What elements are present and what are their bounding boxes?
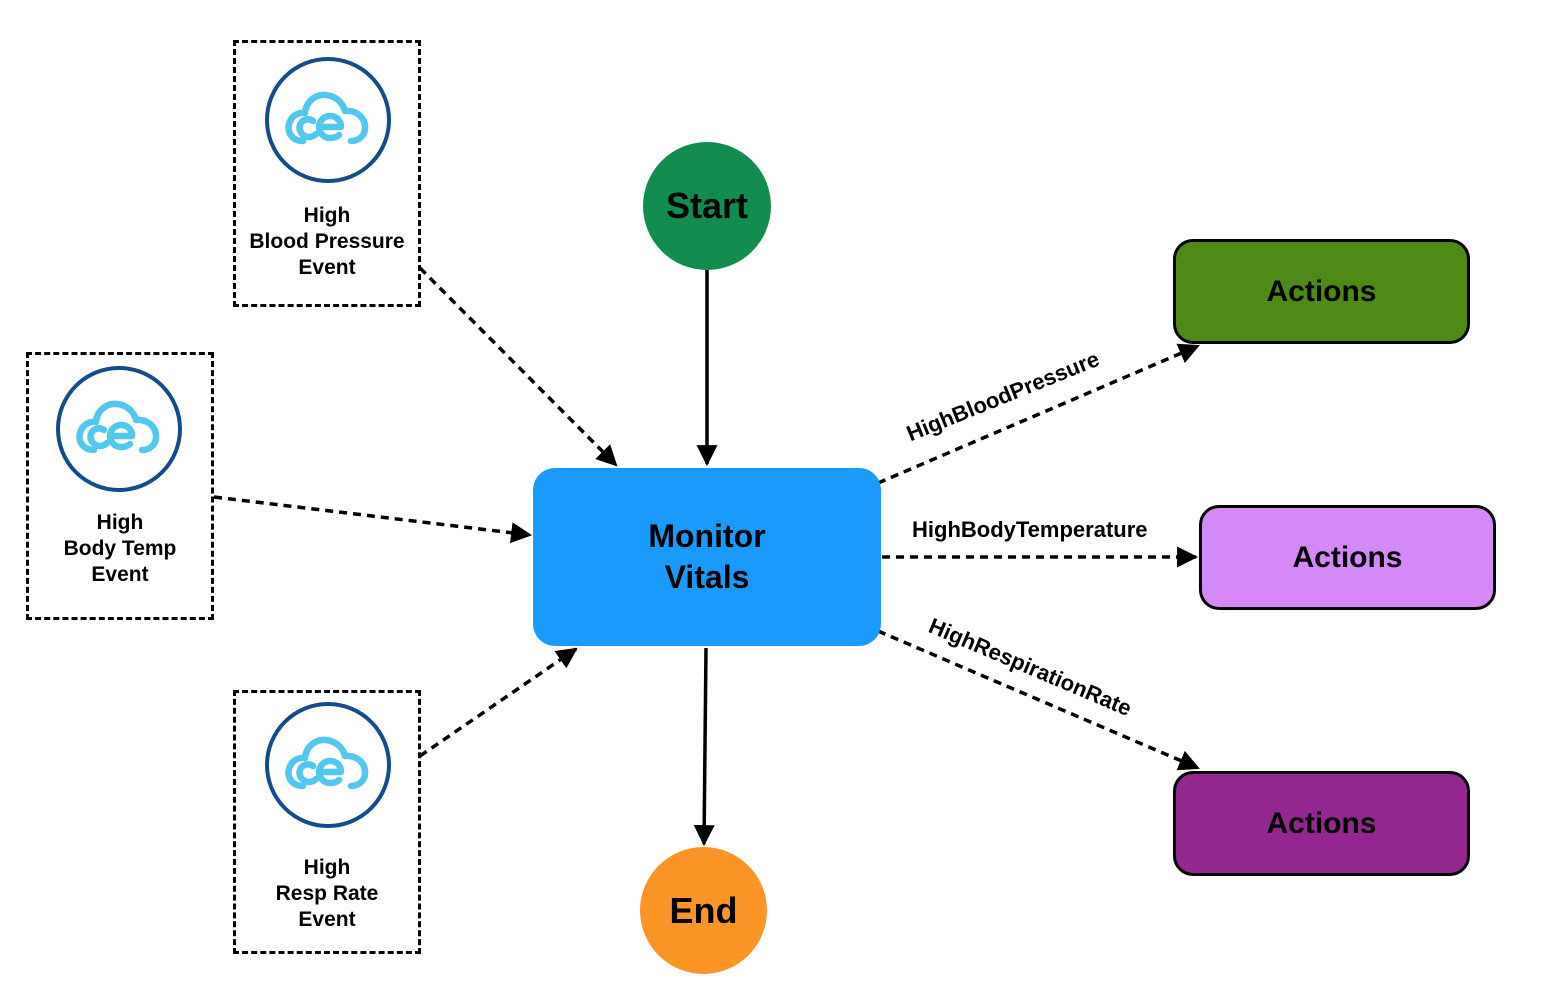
edge-state-to-actions-3 [877, 629, 1200, 771]
edge-state-to-actions-1 [877, 343, 1200, 485]
start-node: Start [643, 142, 771, 270]
actions-node-blood-pressure: Actions [1173, 239, 1470, 344]
edge-state-to-end [693, 647, 715, 847]
event-box-body-temp: High Body Temp Event [26, 352, 214, 620]
state-label-line-1: Monitor [648, 518, 766, 554]
event-box-blood-pressure: High Blood Pressure Event [233, 40, 421, 307]
end-node: End [640, 847, 767, 974]
edge-label-high-body-temperature: HighBodyTemperature [912, 517, 1148, 542]
actions-label: Actions [1266, 806, 1377, 840]
actions-label: Actions [1266, 274, 1377, 308]
actions-node-respiration-rate: Actions [1173, 771, 1470, 876]
cloudevents-icon [56, 366, 182, 492]
start-label: Start [665, 185, 749, 226]
edge-resp-event-to-state [419, 647, 578, 758]
event-label: High Body Temp Event [63, 511, 177, 586]
cloudevents-icon [265, 57, 391, 183]
event-label: High Resp Rate Event [275, 856, 379, 931]
event-box-resp-rate: High Resp Rate Event [233, 690, 421, 954]
actions-label: Actions [1292, 540, 1403, 574]
cloudevents-icon [265, 702, 391, 828]
actions-node-body-temperature: Actions [1199, 505, 1496, 610]
monitor-vitals-state: Monitor Vitals [533, 468, 881, 646]
edge-temp-event-to-state [213, 495, 533, 544]
edge-bp-event-to-state [418, 266, 618, 467]
event-label: High Blood Pressure Event [249, 204, 405, 279]
end-label: End [669, 889, 738, 931]
state-label-line-2: Vitals [664, 559, 750, 595]
